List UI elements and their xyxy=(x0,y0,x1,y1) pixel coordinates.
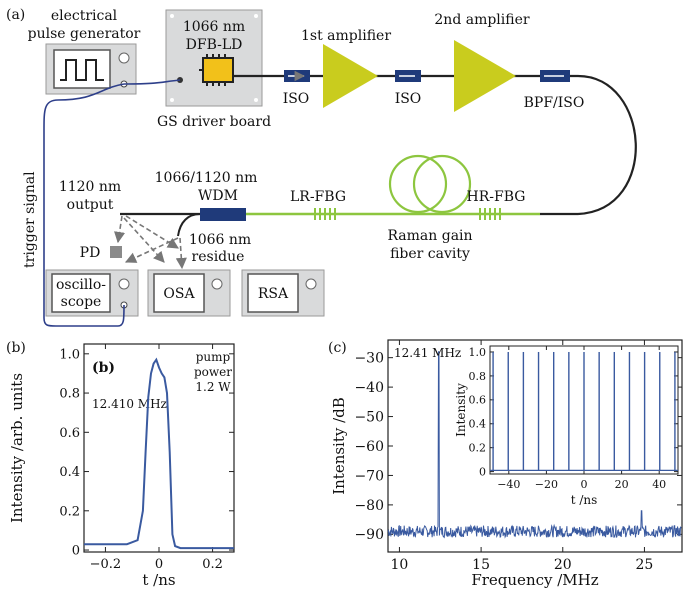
isolator-1 xyxy=(284,70,310,82)
oscilloscope-box: oscillo- scope xyxy=(45,269,139,317)
bpf-iso xyxy=(540,70,570,82)
chart-b-xtick-label: −0.2 xyxy=(90,557,122,572)
chart-b-series-line xyxy=(84,357,234,550)
chart-c-ytick-label: −90 xyxy=(354,527,384,543)
inset-ytick-label: 0.8 xyxy=(469,370,487,383)
hr-fbg-grating xyxy=(479,208,501,220)
dfb-label-2: DFB-LD xyxy=(186,37,243,53)
chart-b-inner-label: (b) xyxy=(92,360,115,376)
chart-b-xlabel: t /ns xyxy=(142,571,175,589)
pulse-generator-label-1: electrical xyxy=(51,8,118,24)
panel-b-label: (b) xyxy=(6,340,26,356)
inset-xtick-label: −20 xyxy=(535,478,558,491)
lr-fbg-grating xyxy=(314,208,336,220)
chart-c-ytick-label: −60 xyxy=(354,439,384,455)
inset-ytick-label: 0 xyxy=(479,465,486,478)
chart-b-ytick-label: 0 xyxy=(72,544,80,559)
chart-c-ytick-label: −80 xyxy=(354,498,384,514)
amplifier-2-icon xyxy=(454,40,516,112)
amplifier-2-label: 2nd amplifier xyxy=(434,12,529,28)
inset-xtick-label: 0 xyxy=(581,478,588,491)
raman-cavity xyxy=(120,154,540,220)
wdm-label-1: 1066/1120 nm xyxy=(155,170,258,186)
pulse-generator-box xyxy=(45,43,137,95)
chart-c-ytick-label: −50 xyxy=(354,409,384,425)
dfb-label-1: 1066 nm xyxy=(183,19,245,35)
chart-b-xtick-label: 0 xyxy=(155,557,163,572)
wdm-label-2: WDM xyxy=(198,188,238,204)
isolator-2 xyxy=(395,70,421,82)
rsa-label: RSA xyxy=(258,286,289,302)
pd-label: PD xyxy=(80,245,101,261)
trigger-cable xyxy=(43,79,181,327)
bpf-iso-label: BPF/ISO xyxy=(524,95,585,111)
chart-b-ytick-label: 0.4 xyxy=(59,465,80,480)
inset-ytick-label: 0.2 xyxy=(469,442,487,455)
chart-c-series-line xyxy=(387,351,682,539)
chart-b-note-1: pump xyxy=(196,350,231,364)
chart-b: (b) (b) 12.410 MHz pump power 1.2 W −0.2… xyxy=(6,340,235,589)
driver-board: 1066 nm DFB-LD xyxy=(165,9,263,107)
output-label-2: output xyxy=(67,197,114,213)
osa-label: OSA xyxy=(163,286,195,302)
chart-c-ytick-label: −40 xyxy=(354,380,384,396)
chart-c-xtick-label: 25 xyxy=(636,557,654,573)
inset-ytick-label: 1.0 xyxy=(469,346,487,359)
output-label-1: 1120 nm xyxy=(59,179,121,195)
driver-board-label: GS driver board xyxy=(157,114,271,130)
schematic-panel: (a) electrical pulse generator 1066 nm D… xyxy=(6,7,637,327)
chart-c-xlabel: Frequency /MHz xyxy=(471,571,598,589)
inset-xtick-label: −40 xyxy=(497,478,520,491)
chart-c-xtick-label: 10 xyxy=(391,557,409,573)
chart-b-ytick-label: 0.8 xyxy=(59,387,80,402)
chart-b-ytick-label: 0.6 xyxy=(59,426,80,441)
chart-c-xtick-label: 20 xyxy=(554,557,572,573)
chart-b-note-3: 1.2 W xyxy=(195,380,231,394)
beam-paths xyxy=(113,215,187,270)
lr-fbg-label: LR-FBG xyxy=(290,189,346,205)
chart-c-ytick-label: −30 xyxy=(354,351,384,367)
wdm-coupler xyxy=(177,208,246,237)
hr-fbg-label: HR-FBG xyxy=(467,189,526,205)
rsa-box: RSA xyxy=(241,269,325,317)
chart-b-ytick-label: 0.2 xyxy=(59,504,80,519)
inset-ylabel: Intensity xyxy=(454,383,468,437)
pulse-wave-icon xyxy=(60,59,104,81)
chart-b-annotation: 12.410 MHz xyxy=(92,397,167,411)
laser-chip-icon xyxy=(199,54,234,86)
chart-c-ylabel: Intensity /dB xyxy=(330,397,348,495)
cavity-label-2: fiber cavity xyxy=(390,246,470,262)
inset-xtick-label: 20 xyxy=(615,478,629,491)
chart-c-annotation: 12.41 MHz xyxy=(394,346,461,360)
chart-c-xtick-label: 15 xyxy=(472,557,490,573)
chart-c-inset: −40 −20 0 20 40 0 0.2 0.4 0.6 0.8 1.0 t /ns Intens… xyxy=(454,345,679,507)
chart-b-note-2: power xyxy=(194,365,232,379)
chart-c: (c) 10 15 20 25 −90 −80 −70 −60 −50 −40 −30 12.41 … xyxy=(328,339,683,589)
panel-c-label: (c) xyxy=(328,340,347,356)
trigger-label: trigger signal xyxy=(22,171,38,268)
amplifier-1-label: 1st amplifier xyxy=(301,28,391,44)
chart-b-xtick-label: 0.2 xyxy=(202,557,223,572)
inset-ytick-label: 0.4 xyxy=(469,418,487,431)
osa-box: OSA xyxy=(147,269,231,317)
cavity-label-1: Raman gain xyxy=(387,228,472,244)
oscilloscope-label-1: oscillo- xyxy=(56,277,106,293)
oscilloscope-label-2: scope xyxy=(61,294,102,310)
inset-xtick-label: 40 xyxy=(652,478,666,491)
inset-ytick-label: 0.6 xyxy=(469,394,487,407)
panel-a-label: (a) xyxy=(6,7,25,23)
chart-b-ytick-label: 1.0 xyxy=(59,347,80,362)
iso-2-label: ISO xyxy=(395,91,422,107)
residue-label-2: residue xyxy=(192,249,245,265)
pulse-generator-label-2: pulse generator xyxy=(28,26,141,42)
inset-xlabel: t /ns xyxy=(571,493,598,507)
residue-label-1: 1066 nm xyxy=(189,232,251,248)
iso-1-label: ISO xyxy=(283,91,310,107)
chart-c-ytick-label: −70 xyxy=(354,468,384,484)
chart-b-ylabel: Intensity /arb. units xyxy=(8,373,26,523)
photodetector-icon xyxy=(110,246,122,258)
amplifier-1-icon xyxy=(323,44,378,108)
